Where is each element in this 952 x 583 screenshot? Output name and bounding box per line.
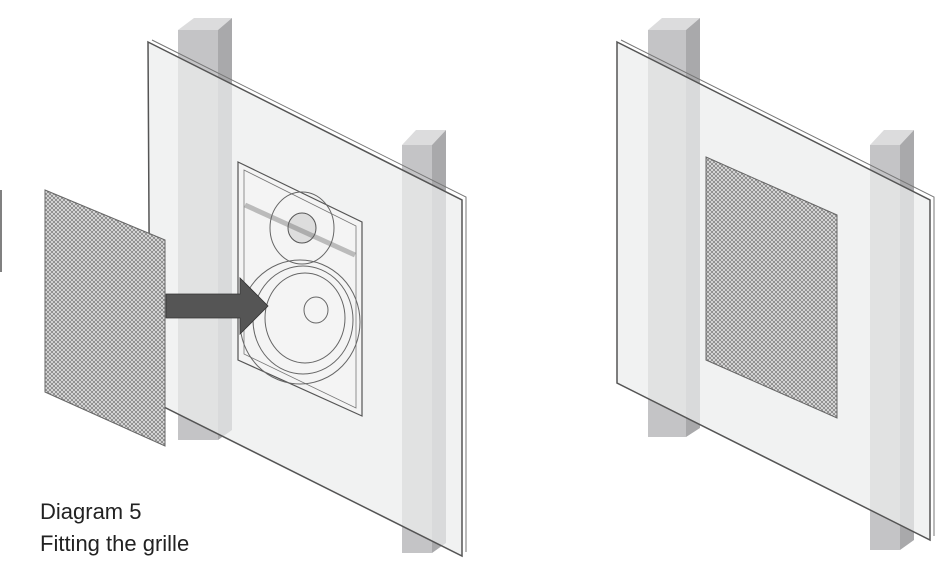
grille-fitted (705, 156, 838, 419)
speaker (237, 161, 363, 417)
grille-loose (44, 189, 166, 447)
caption-subtitle: Fitting the grille (40, 531, 190, 556)
scene-after (616, 18, 935, 550)
caption: Diagram 5 Fitting the grille (40, 496, 189, 560)
scene-before (44, 18, 467, 558)
caption-title: Diagram 5 (40, 499, 142, 524)
arrow-icon (165, 277, 269, 335)
